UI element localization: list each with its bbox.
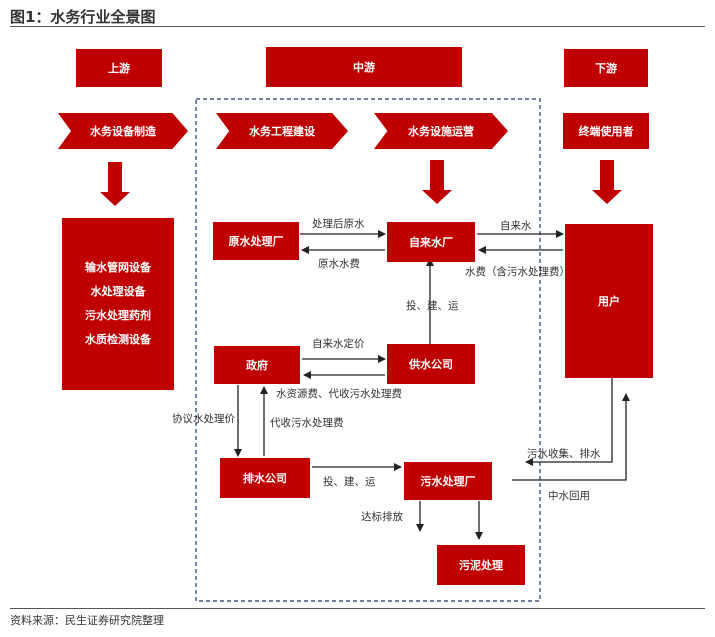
label-treated-raw-water: 处理后原水 [312, 218, 365, 230]
downstream-header: 下游 [564, 49, 648, 87]
label-agreed-price: 协议水处理价 [172, 413, 235, 425]
node-raw-water-plant: 原水处理厂 [213, 222, 299, 260]
top-rule [10, 26, 705, 27]
source-note: 资料来源：民生证券研究院整理 [10, 614, 164, 627]
label-reclaimed: 中水回用 [548, 490, 590, 502]
node-users: 用户 [565, 224, 653, 378]
equipment-item: 污水处理药剂 [85, 309, 151, 322]
label-tap-water: 自来水 [500, 220, 532, 232]
label-collected-fee: 代收污水处理费 [270, 417, 344, 429]
down-arrow-midstream [422, 160, 452, 204]
node-drainage-company: 排水公司 [220, 458, 310, 498]
label-sewage-collect: 污水收集、排水 [527, 448, 601, 460]
node-tap-water-plant: 自来水厂 [387, 222, 475, 262]
equipment-item: 水质检测设备 [85, 333, 151, 346]
label-resource-fee: 水资源费、代收污水处理费 [276, 388, 402, 400]
node-government: 政府 [214, 346, 300, 384]
figure-title: 图1：水务行业全景图 [10, 8, 156, 26]
end-use-box: 终端使用者 [563, 113, 649, 149]
label-water-fee: 水费（含污水处理费） [465, 266, 570, 278]
down-arrow-upstream [100, 162, 130, 206]
label-discharge: 达标排放 [361, 511, 403, 523]
equipment-list: 输水管网设备 水处理设备 污水处理药剂 水质检测设备 [62, 218, 174, 390]
node-sewage-plant: 污水处理厂 [404, 462, 492, 500]
midstream-header: 中游 [266, 47, 462, 87]
midstream-frame [195, 98, 541, 602]
label-raw-water-fee: 原水水费 [318, 258, 360, 270]
label-tap-pricing: 自来水定价 [312, 338, 365, 350]
chevron-operation: 水务设施运营 [374, 113, 508, 149]
chevron-equipment-mfg: 水务设备制造 [58, 113, 188, 149]
label-ibo-1: 投、建、运 [406, 300, 459, 312]
upstream-header: 上游 [76, 49, 162, 87]
equipment-item: 水处理设备 [90, 285, 146, 298]
equipment-item: 输水管网设备 [85, 261, 151, 274]
label-ibo-2: 投、建、运 [323, 476, 376, 488]
edge-reclaimed [512, 393, 630, 481]
chevron-engineering: 水务工程建设 [216, 113, 348, 149]
node-sludge: 污泥处理 [437, 545, 525, 585]
down-arrow-downstream [592, 160, 622, 204]
bottom-rule [10, 608, 705, 609]
node-water-supply-company: 供水公司 [387, 344, 475, 384]
edge-sewage-collect [525, 378, 613, 466]
